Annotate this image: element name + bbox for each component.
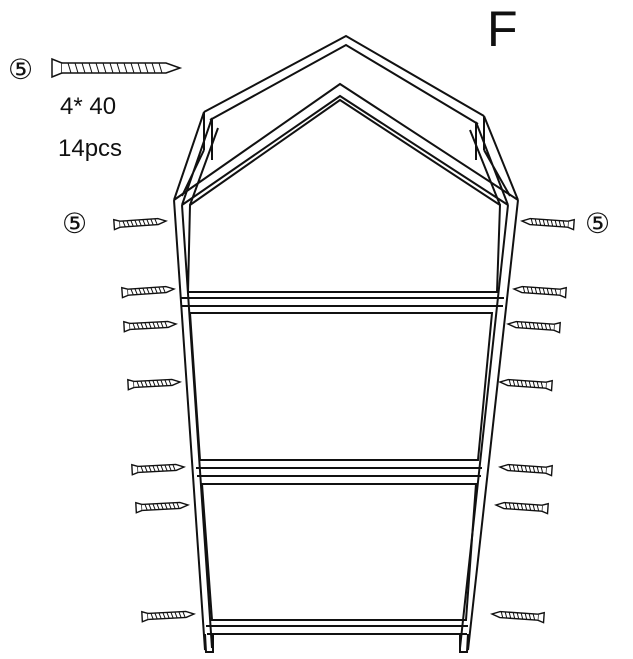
left-screws xyxy=(113,215,195,623)
screw-icon xyxy=(121,283,176,299)
screw-icon xyxy=(490,608,545,624)
front-right-side xyxy=(459,199,519,651)
screw-icon xyxy=(135,499,189,514)
right-screws xyxy=(490,215,575,624)
screw-icon xyxy=(512,283,567,299)
back-roof-inner xyxy=(209,43,479,125)
left-roof-side xyxy=(173,111,219,206)
right-foot xyxy=(459,633,469,653)
screw-icon xyxy=(51,58,181,78)
front-gable-outline xyxy=(173,82,519,201)
screw-icon xyxy=(123,318,177,333)
left-screw-callout-label: ⑤ xyxy=(62,207,88,240)
step-letter: F xyxy=(487,1,518,57)
compartment-middle-panel xyxy=(188,312,494,461)
screw-icon xyxy=(520,215,575,231)
screw-icon xyxy=(131,461,185,476)
back-roof-outline xyxy=(203,34,485,117)
right-screw-callout-label: ⑤ xyxy=(585,207,611,240)
part-quantity-label: 14pcs xyxy=(58,135,123,162)
screw-icon xyxy=(113,215,168,231)
screw-icon xyxy=(494,499,549,515)
screw-icon xyxy=(498,461,553,477)
left-foot xyxy=(204,633,214,653)
right-roof-side xyxy=(469,115,519,206)
compartment-bottom-panel xyxy=(200,483,478,621)
part-size-label: 4* 40 xyxy=(60,93,117,120)
screw-icon xyxy=(506,318,561,334)
shelf-divider-1 xyxy=(180,297,504,307)
front-left-side xyxy=(173,199,213,651)
compartment-top-panel xyxy=(186,98,502,293)
screw-icon xyxy=(127,376,181,391)
screw-icon xyxy=(141,608,195,623)
bottom-rail xyxy=(206,625,468,635)
screw-icon xyxy=(498,376,553,392)
part-number-label: ⑤ xyxy=(8,53,34,86)
shelf-divider-2 xyxy=(196,467,482,477)
front-gable-inner xyxy=(181,94,509,206)
